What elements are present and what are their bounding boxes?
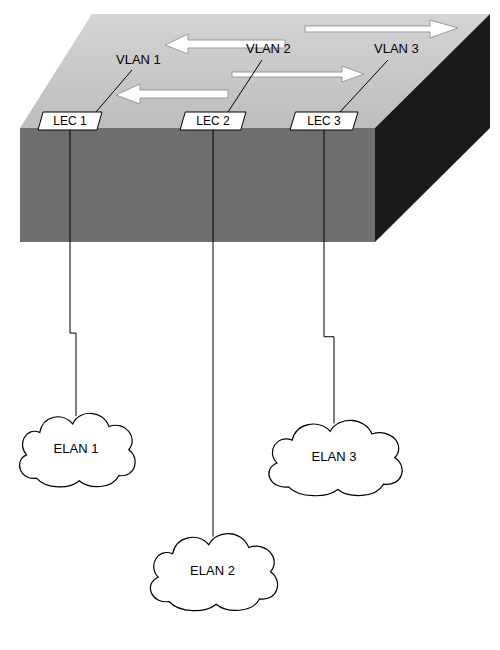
flow-arrow: [305, 20, 458, 38]
switch-front: [20, 128, 375, 242]
elan-cloud: ELAN 1: [10, 405, 142, 491]
vlan-label: VLAN 2: [246, 41, 291, 56]
lec-path: [38, 112, 102, 130]
cloud-path: [269, 420, 402, 495]
cloud-path: [150, 534, 277, 611]
elan-link: [324, 130, 334, 423]
switch-side: [375, 14, 490, 242]
elan-link: [70, 130, 76, 416]
flow-arrow: [116, 84, 228, 104]
lec-name: LEC 3: [307, 114, 340, 128]
elan-cloud: ELAN 3: [258, 412, 410, 500]
elan-name: ELAN 3: [312, 449, 357, 464]
lec-name: LEC 2: [196, 114, 229, 128]
elan-name: ELAN 2: [190, 563, 235, 578]
cloud-path: [19, 413, 135, 487]
vlan-label: VLAN 3: [374, 41, 419, 56]
leader-line: [340, 60, 388, 112]
leader-line: [96, 70, 132, 112]
lec-path: [290, 112, 358, 130]
elan-cloud: ELAN 2: [140, 525, 285, 615]
leader-line: [228, 60, 262, 112]
elan-name: ELAN 1: [54, 441, 99, 456]
lec-name: LEC 1: [53, 114, 86, 128]
lec-box: LEC 2: [180, 112, 246, 130]
flow-arrow: [232, 66, 364, 82]
lec-box: LEC 3: [290, 112, 358, 130]
lec-box: LEC 1: [38, 112, 102, 130]
elan-link: [213, 130, 214, 537]
vlan-label: VLAN 1: [116, 52, 161, 67]
lec-path: [180, 112, 246, 130]
